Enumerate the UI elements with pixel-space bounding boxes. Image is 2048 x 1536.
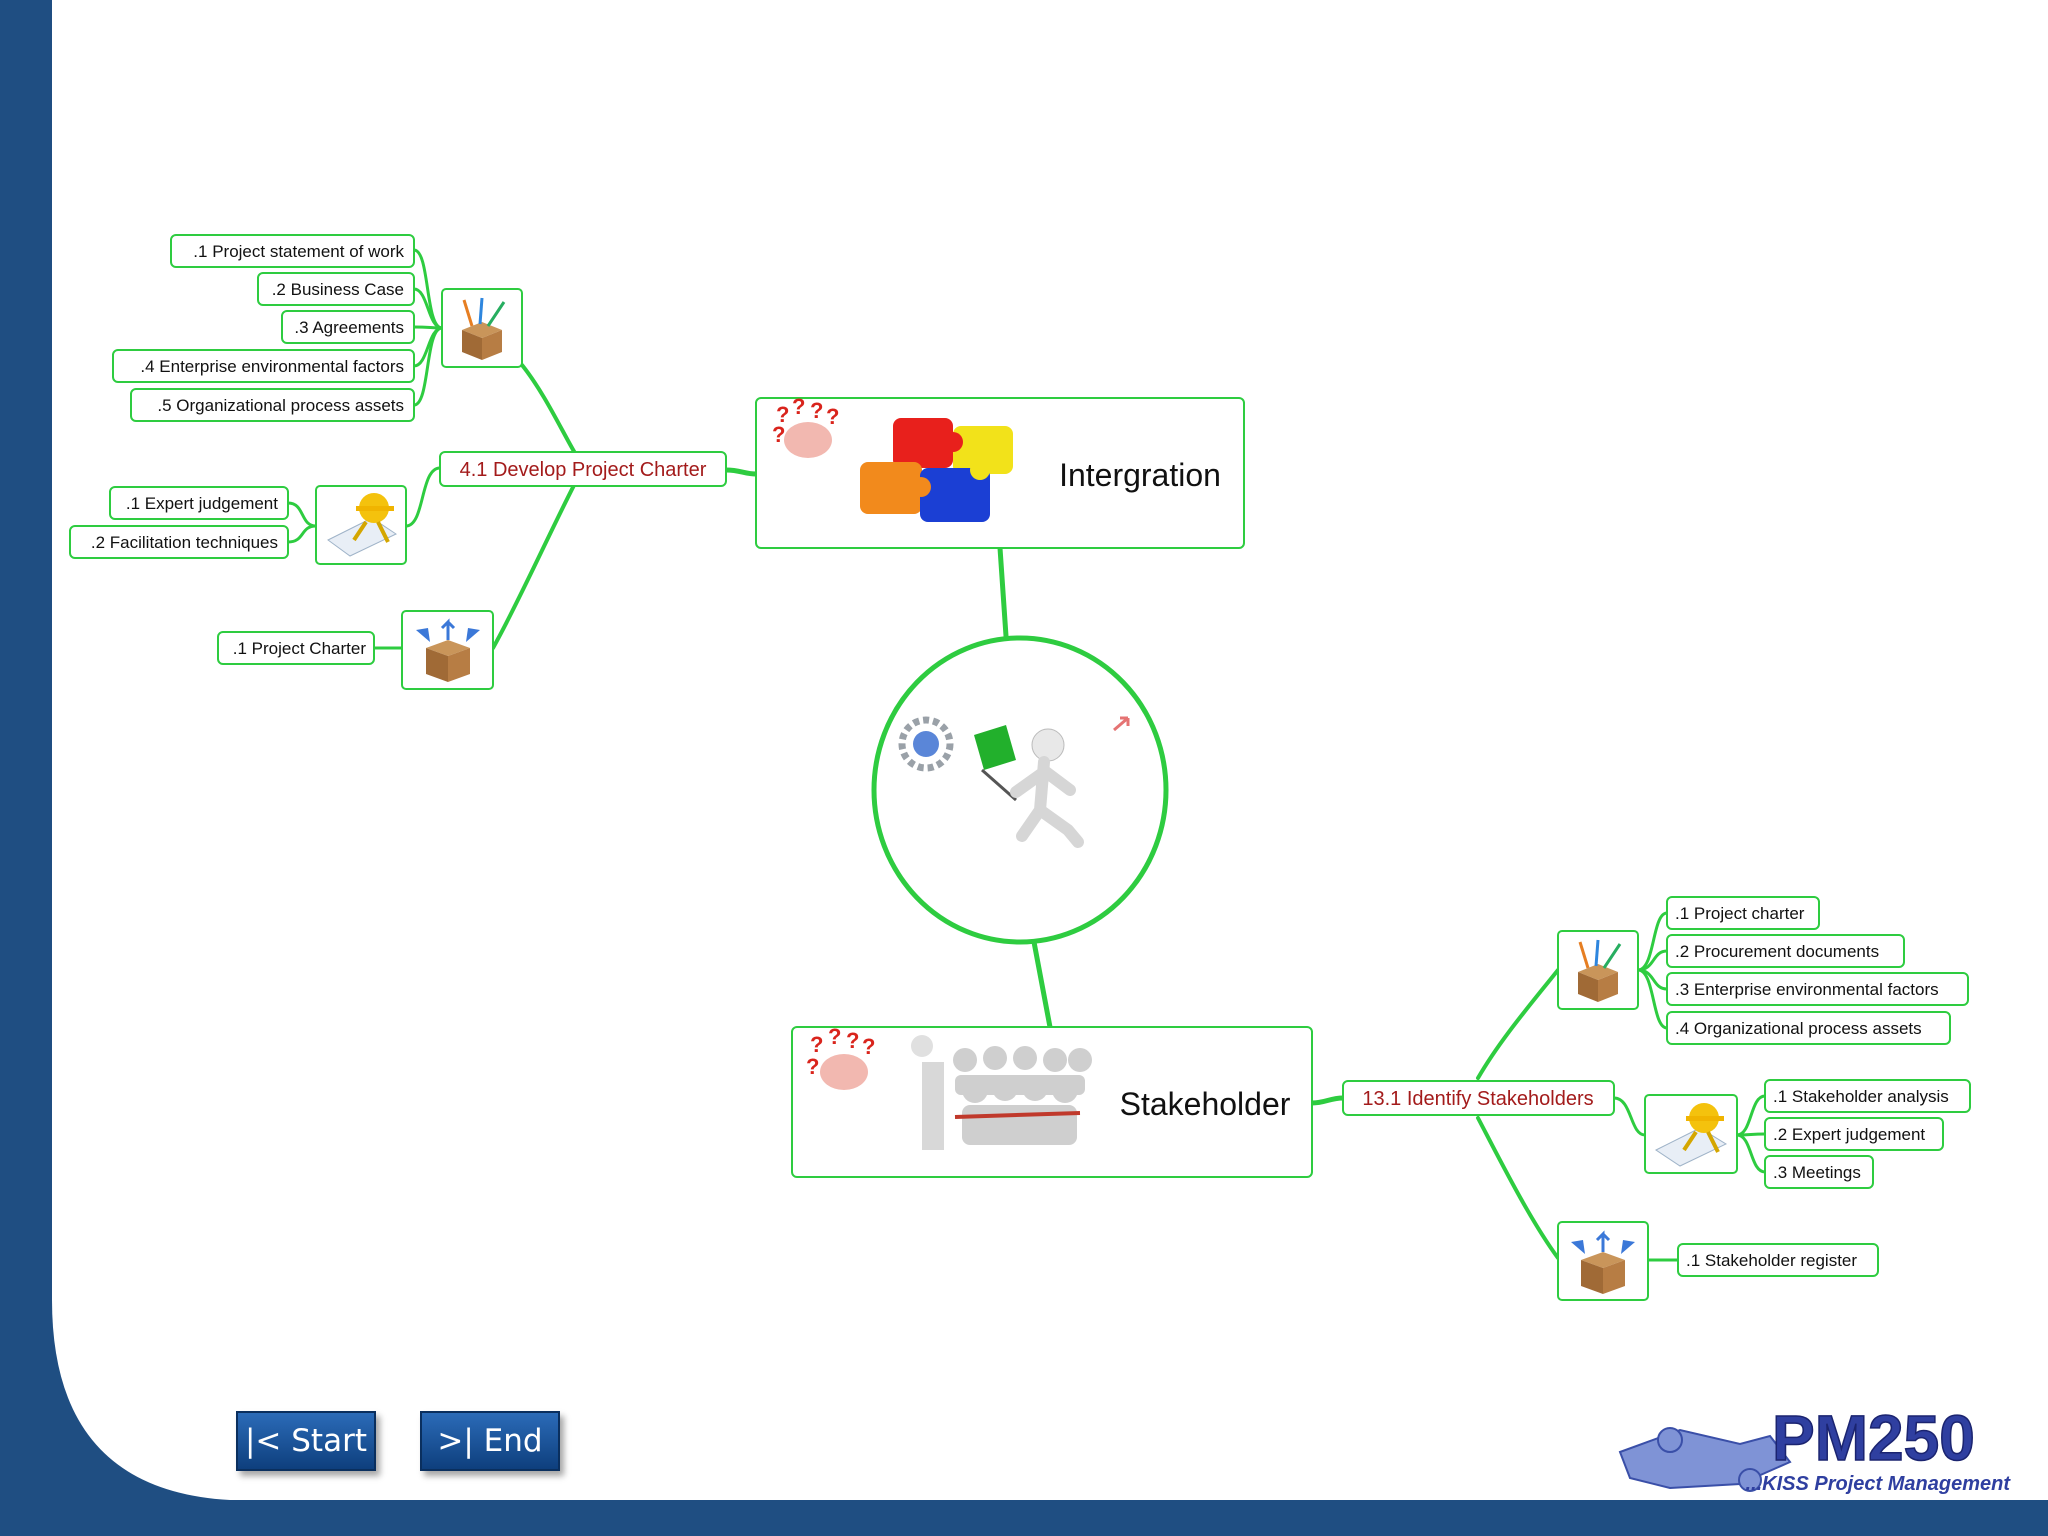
tool-label: .2 Facilitation techniques [69,525,289,559]
input-text: .3 Enterprise environmental factors [1675,980,1939,999]
process-text: 4.1 Develop Project Charter [460,459,707,481]
gear-runner-icon [898,716,954,772]
tool-text: .1 Stakeholder analysis [1773,1087,1949,1106]
knowledge-area-integration: ? ? ? ? ? Intergration [755,394,1245,549]
crowd-icon [911,1035,1092,1150]
pm250-logo: PM250 ...KISS Project Management [1600,1392,2020,1502]
box-arrows-icon [1571,1230,1635,1294]
tool-text: .2 Expert judgement [1773,1125,1925,1144]
output-text: .1 Project Charter [233,639,367,658]
svg-text:?: ? [846,1028,859,1053]
input-label: .2 Procurement documents [1666,934,1905,968]
arrow-icon [1113,716,1130,732]
integration-outputs: .1 Project Charter [217,631,375,665]
svg-text:?: ? [806,1054,819,1079]
outputs-box-stakeholder [1557,1221,1649,1301]
svg-text:?: ? [772,422,785,447]
input-label: .3 Enterprise environmental factors [1666,972,1969,1006]
start-button-label: |< Start [244,1423,367,1459]
input-text: .4 Organizational process assets [1675,1019,1922,1038]
tools-box-stakeholder [1644,1094,1738,1174]
stakeholder-inputs: .1 Project charter .2 Procurement docume… [1666,896,1969,1045]
input-label: .2 Business Case [257,272,415,306]
tool-label: .2 Expert judgement [1764,1117,1944,1151]
inputs-box-integration [441,288,523,368]
input-label: .3 Agreements [281,310,415,344]
input-text: .2 Business Case [272,280,404,299]
input-label: .4 Organizational process assets [1666,1011,1951,1045]
box-arrows-icon [416,618,480,682]
tool-label: .1 Expert judgement [109,486,289,520]
svg-text:?: ? [828,1024,841,1049]
hardhat-figure-icon [1655,1103,1728,1167]
flag-runner-icon [974,725,1084,848]
input-label: .1 Project charter [1666,896,1820,930]
puzzle-logo-icon [1618,1427,1792,1492]
input-text: .5 Organizational process assets [157,396,404,415]
logo-title: PM250 [1772,1402,1975,1474]
stakeholder-outputs: .1 Stakeholder register [1677,1243,1879,1277]
tool-text: .2 Facilitation techniques [91,533,278,552]
knowledge-area-title: Stakeholder [1120,1086,1291,1122]
svg-text:?: ? [810,398,823,423]
input-text: .4 Enterprise environmental factors [140,357,404,376]
puzzle-icon [860,418,1013,522]
tool-label: .1 Stakeholder analysis [1764,1079,1971,1113]
integration-inputs: .1 Project statement of work .2 Business… [112,234,415,422]
tools-box-integration [315,485,407,565]
integration-tools: .1 Expert judgement .2 Facilitation tech… [69,486,289,559]
process-text: 13.1 Identify Stakeholders [1362,1088,1593,1110]
question-brain-icon: ? ? ? ? ? [806,1024,875,1090]
process-integration: 4.1 Develop Project Charter [439,451,727,487]
open-box-icon [1578,939,1622,1002]
input-label: .4 Enterprise environmental factors [112,349,415,383]
end-button-label: >| End [437,1423,543,1459]
input-label: .5 Organizational process assets [130,388,415,422]
tool-text: .1 Expert judgement [126,494,278,513]
question-brain-icon: ? ? ? ? ? [772,394,839,458]
end-button[interactable]: >| End [420,1411,560,1471]
input-label: .1 Project statement of work [170,234,415,268]
stakeholder-tools: .1 Stakeholder analysis .2 Expert judgem… [1764,1079,1971,1189]
svg-text:?: ? [862,1034,875,1059]
process-stakeholder: 13.1 Identify Stakeholders [1342,1080,1615,1116]
input-text: .2 Procurement documents [1675,942,1879,961]
hardhat-figure-icon [327,493,398,557]
central-node [871,635,1169,945]
svg-text:?: ? [776,402,789,427]
inputs-box-stakeholder [1557,930,1639,1010]
tool-text: .3 Meetings [1773,1163,1861,1182]
start-button[interactable]: |< Start [236,1411,376,1471]
input-text: .1 Project statement of work [193,242,404,261]
open-box-icon [462,297,506,360]
output-text: .1 Stakeholder register [1686,1251,1857,1270]
knowledge-area-stakeholder: ? ? ? ? ? Stakeholder [791,1024,1313,1178]
logo-tagline: ...KISS Project Management [1745,1473,2011,1495]
outputs-box-integration [401,610,494,690]
svg-text:?: ? [826,404,839,429]
svg-text:?: ? [810,1032,823,1057]
tool-label: .3 Meetings [1764,1155,1874,1189]
svg-text:?: ? [792,394,805,419]
knowledge-area-title: Intergration [1059,457,1221,493]
input-text: .1 Project charter [1675,904,1805,923]
input-text: .3 Agreements [294,318,404,337]
